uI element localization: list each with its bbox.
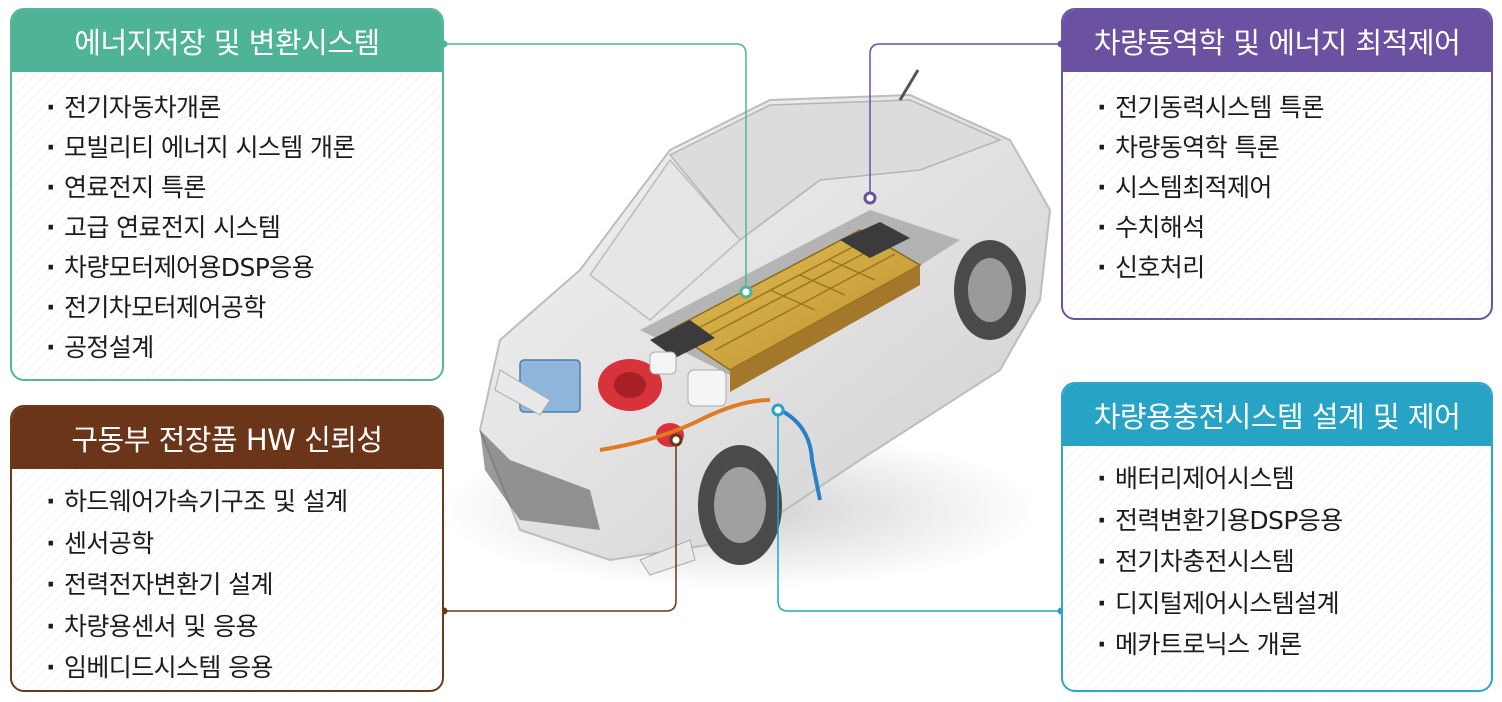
panel-energy-storage-list: 전기자동차개론 모빌리티 에너지 시스템 개론 연료전지 특론 고급 연료전지 … — [12, 72, 442, 368]
list-item: 전력변환기용DSP응용 — [1097, 500, 1491, 542]
list-item: 전기자동차개론 — [46, 88, 442, 128]
panel-charging-system-title: 차량용충전시스템 설계 및 제어 — [1063, 384, 1491, 446]
panel-charging-system: 차량용충전시스템 설계 및 제어 배터리제어시스템 전력변환기용DSP응용 전기… — [1061, 382, 1493, 692]
list-item: 디지털제어시스템설계 — [1097, 583, 1491, 625]
list-item: 전기차충전시스템 — [1097, 541, 1491, 583]
panel-energy-storage: 에너지저장 및 변환시스템 전기자동차개론 모빌리티 에너지 시스템 개론 연료… — [10, 8, 444, 381]
list-item: 하드웨어가속기구조 및 설계 — [46, 481, 442, 523]
list-item: 차량용센서 및 응용 — [46, 606, 442, 648]
panel-drive-electronics: 구동부 전장품 HW 신뢰성 하드웨어가속기구조 및 설계 센서공학 전력전자변… — [10, 405, 444, 692]
list-item: 차량모터제어용DSP응용 — [46, 248, 442, 288]
list-item: 배터리제어시스템 — [1097, 458, 1491, 500]
list-item: 연료전지 특론 — [46, 168, 442, 208]
panel-energy-storage-title: 에너지저장 및 변환시스템 — [12, 10, 442, 72]
panel-drive-electronics-title: 구동부 전장품 HW 신뢰성 — [12, 407, 442, 469]
list-item: 모빌리티 에너지 시스템 개론 — [46, 128, 442, 168]
list-item: 시스템최적제어 — [1097, 168, 1491, 208]
list-item: 차량동역학 특론 — [1097, 128, 1491, 168]
list-item: 수치해석 — [1097, 208, 1491, 248]
panel-drive-electronics-list: 하드웨어가속기구조 및 설계 센서공학 전력전자변환기 설계 차량용센서 및 응… — [12, 469, 442, 689]
list-item: 전기동력시스템 특론 — [1097, 88, 1491, 128]
list-item: 임베디드시스템 응용 — [46, 647, 442, 689]
panel-vehicle-dynamics-title: 차량동역학 및 에너지 최적제어 — [1063, 10, 1491, 72]
car-illustration — [440, 69, 1052, 590]
panel-vehicle-dynamics: 차량동역학 및 에너지 최적제어 전기동력시스템 특론 차량동역학 특론 시스템… — [1061, 8, 1493, 320]
list-item: 전기차모터제어공학 — [46, 288, 442, 328]
list-item: 신호처리 — [1097, 248, 1491, 288]
list-item: 고급 연료전지 시스템 — [46, 208, 442, 248]
list-item: 공정설계 — [46, 328, 442, 368]
panel-charging-system-list: 배터리제어시스템 전력변환기용DSP응용 전기차충전시스템 디지털제어시스템설계… — [1063, 446, 1491, 666]
list-item: 전력전자변환기 설계 — [46, 564, 442, 606]
panel-vehicle-dynamics-list: 전기동력시스템 특론 차량동역학 특론 시스템최적제어 수치해석 신호처리 — [1063, 72, 1491, 288]
list-item: 메카트로닉스 개론 — [1097, 624, 1491, 666]
list-item: 센서공학 — [46, 523, 442, 565]
